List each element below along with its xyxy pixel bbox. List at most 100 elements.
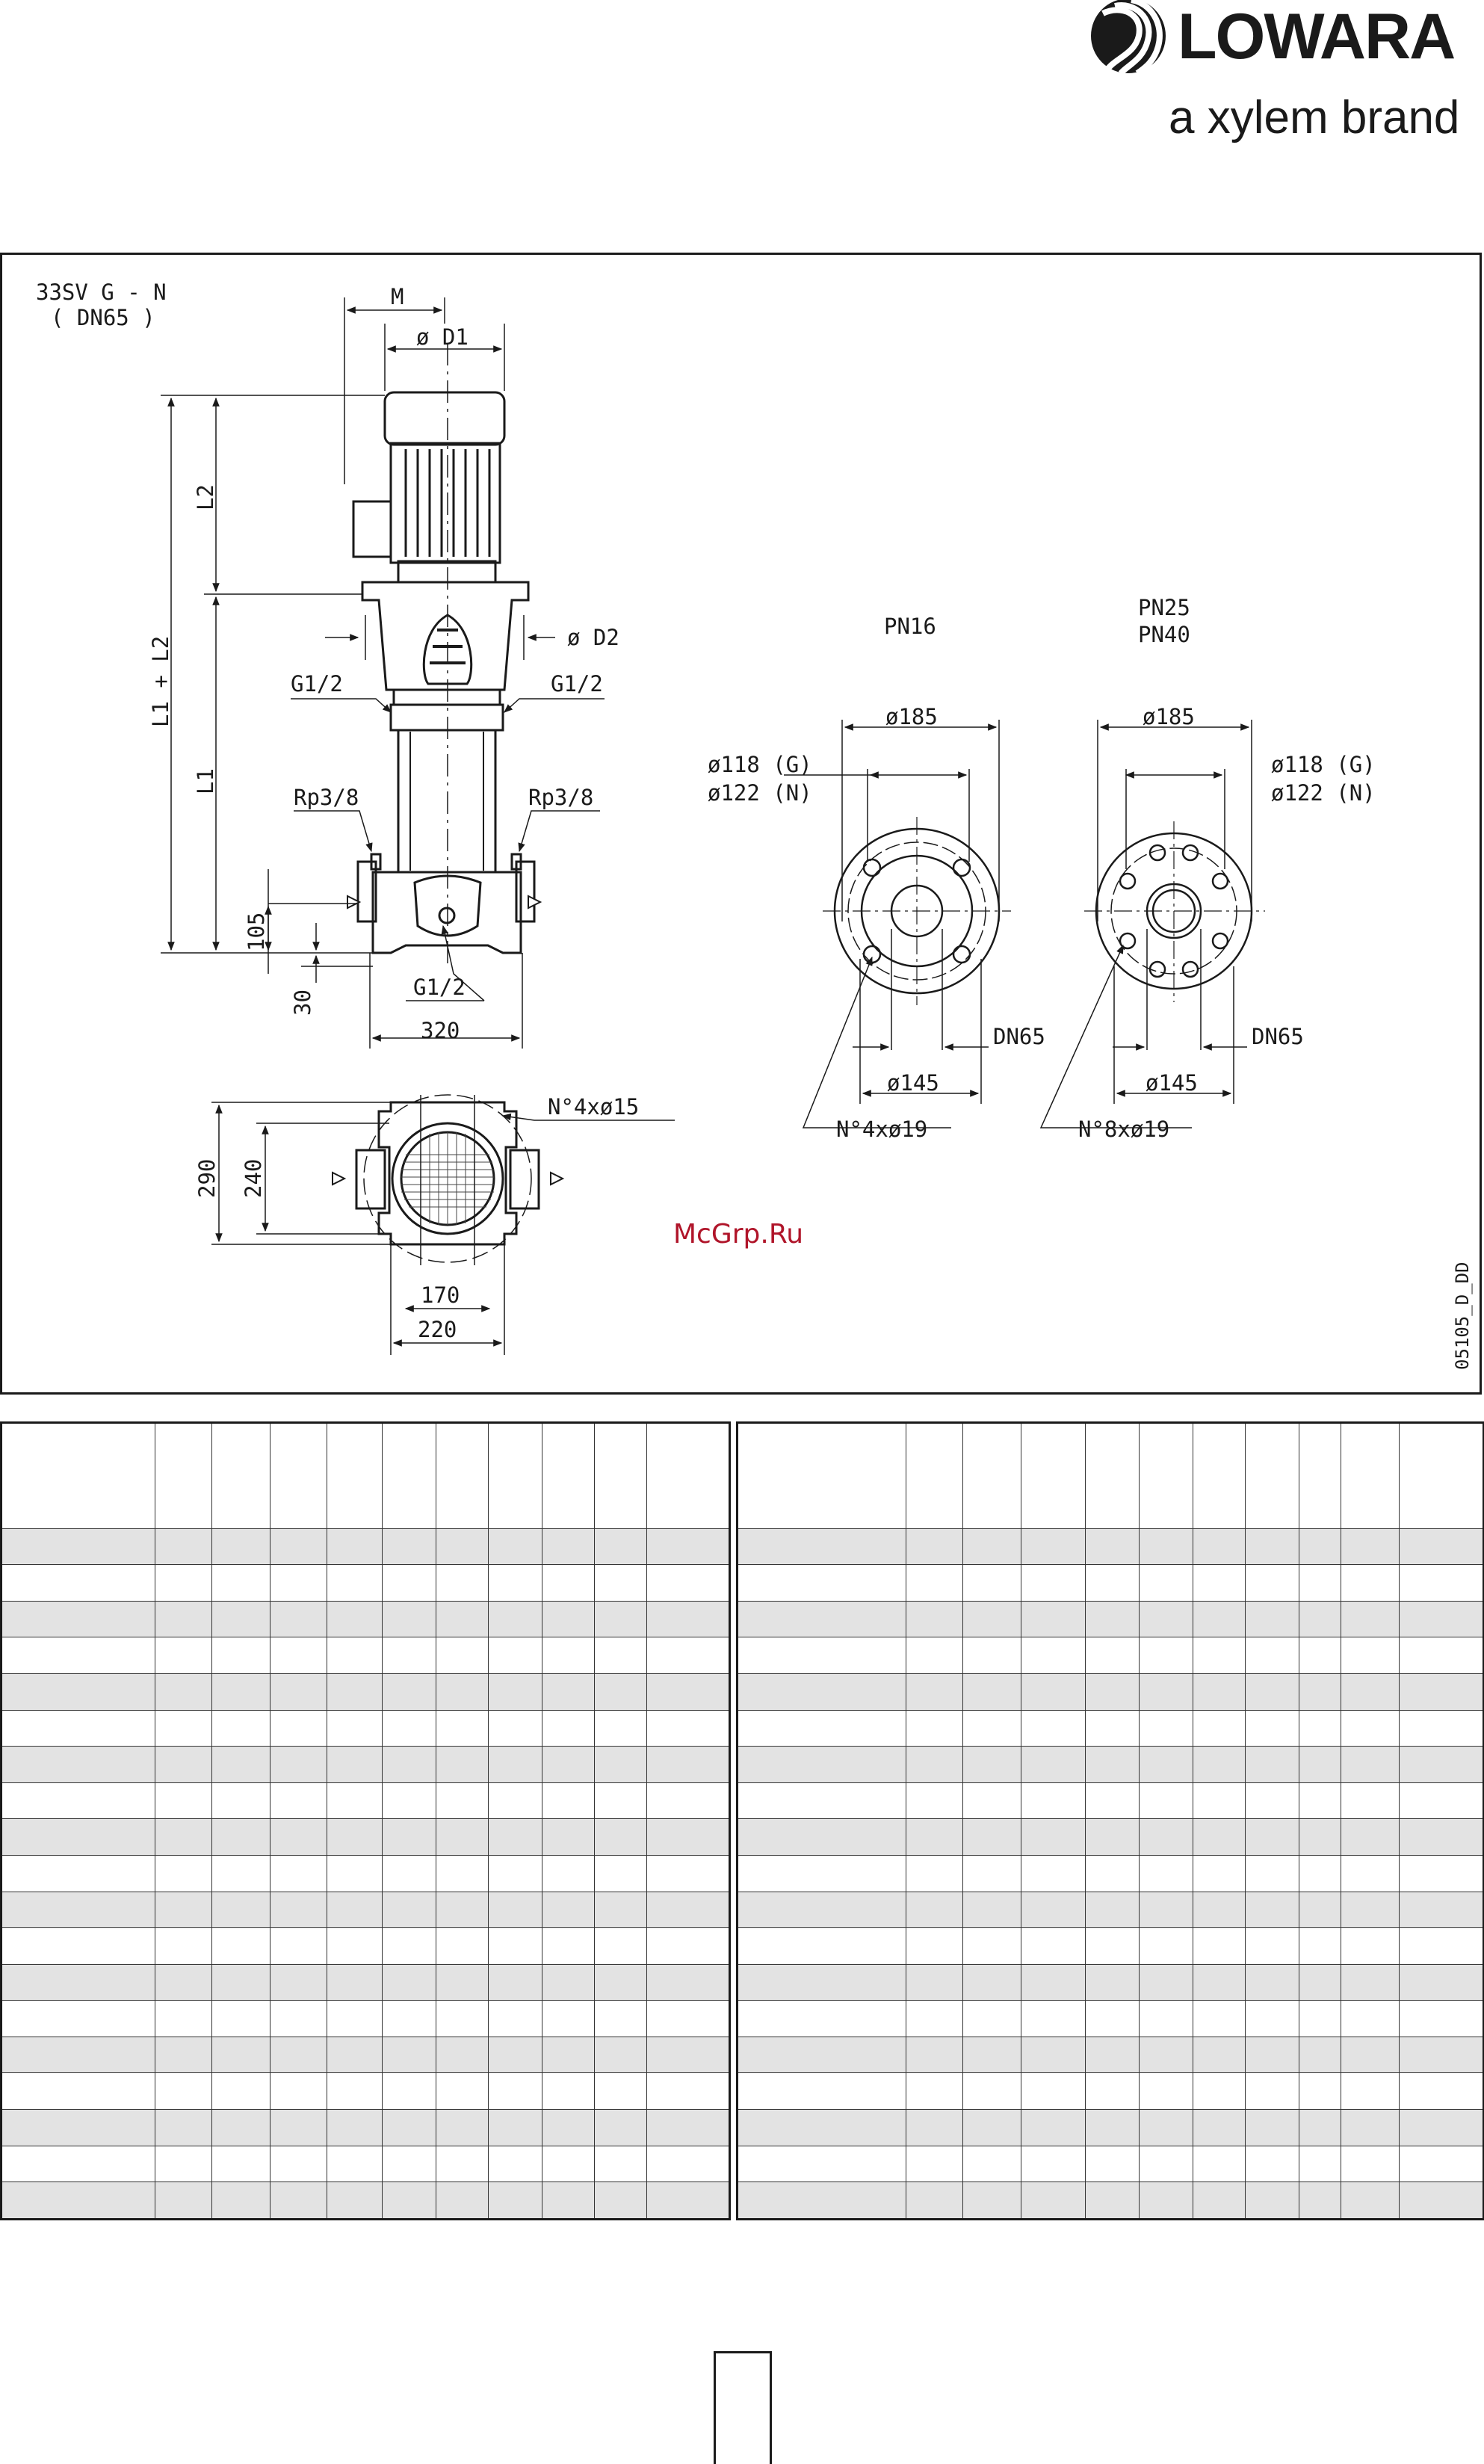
table-row [1, 1746, 730, 1783]
table-cell [436, 2072, 489, 2110]
table-cell [962, 1818, 1021, 1856]
table-cell [646, 2108, 730, 2146]
flange2-d118: ø118 (G) [1271, 752, 1376, 777]
table-cell [646, 1818, 730, 1856]
table-cell [1139, 1891, 1193, 1929]
table-cell [1085, 2036, 1140, 2074]
table-cell [1341, 2182, 1400, 2220]
table-cell [155, 1854, 212, 1892]
table-cell [1021, 2182, 1086, 2220]
table-cell [1341, 1891, 1400, 1929]
header-cell [962, 1422, 1021, 1529]
table-cell [382, 2182, 436, 2220]
table-cell [436, 2182, 489, 2220]
table-cell [594, 1854, 647, 1892]
table-cell [1399, 1818, 1484, 1856]
table-cell [646, 1673, 730, 1711]
table-cell [436, 1637, 489, 1675]
dim-105: 105 [244, 913, 269, 951]
table-cell [594, 2145, 647, 2183]
table-cell [1, 1709, 155, 1747]
table-cell [646, 1891, 730, 1929]
table-cell [327, 1709, 383, 1747]
table-cell [1139, 2108, 1193, 2146]
table-cell [382, 1927, 436, 1965]
table-cell [488, 1709, 542, 1747]
table-cell [594, 1709, 647, 1747]
table-cell [1299, 1927, 1341, 1965]
table-row [737, 1891, 1484, 1929]
table-cell [1, 1746, 155, 1783]
table-cell [270, 1818, 327, 1856]
table-cell [155, 2036, 212, 2074]
table-row [737, 2108, 1484, 2146]
dim-l1: L1 [193, 768, 218, 794]
table-cell [906, 1564, 963, 1602]
table-cell [436, 2036, 489, 2074]
table-cell [646, 1709, 730, 1747]
header-cell [1399, 1422, 1484, 1529]
table-cell [737, 1818, 906, 1856]
table-cell [1299, 1746, 1341, 1783]
table-cell [270, 1927, 327, 1965]
dim-l2: L2 [193, 484, 218, 510]
table-cell [906, 1746, 963, 1783]
pump-base [371, 871, 522, 954]
table-cell [211, 1637, 270, 1675]
table-cell [436, 2000, 489, 2037]
table-cell [155, 1637, 212, 1675]
table-cell [1021, 1709, 1086, 1747]
table-cell [1, 1637, 155, 1675]
brand-name: LOWARA [1178, 1, 1454, 72]
table-cell [1245, 1600, 1299, 1638]
table-cell [542, 1927, 595, 1965]
table-cell [270, 2145, 327, 2183]
table-cell [155, 1673, 212, 1711]
table-cell [1, 1854, 155, 1892]
table-cell [327, 1782, 383, 1820]
table-cell [542, 2182, 595, 2220]
table-cell [327, 1600, 383, 1638]
table-cell [737, 2145, 906, 2183]
table-cell [737, 1637, 906, 1675]
table-cell [594, 2072, 647, 2110]
header-cell [155, 1422, 212, 1529]
table-cell [1085, 1564, 1140, 1602]
table-cell [436, 1528, 489, 1566]
table-cell [155, 1528, 212, 1566]
table-cell [594, 1564, 647, 1602]
table-cell [906, 1927, 963, 1965]
table-cell [962, 1709, 1021, 1747]
table-cell [1085, 2182, 1140, 2220]
table-cell [382, 1673, 436, 1711]
table-cell [1021, 1963, 1086, 2001]
table-row [737, 1854, 1484, 1892]
table-cell [270, 1854, 327, 1892]
header-cell [1, 1422, 155, 1529]
table-cell [488, 2036, 542, 2074]
table-cell [436, 1963, 489, 2001]
table-cell [646, 1637, 730, 1675]
table-cell [1139, 2072, 1193, 2110]
table-cell [1, 2036, 155, 2074]
dim-220: 220 [418, 1317, 457, 1342]
table-row [1, 2182, 730, 2220]
table-cell [211, 1528, 270, 1566]
table-cell [436, 1782, 489, 1820]
table-cell [1245, 1746, 1299, 1783]
table-cell [906, 1963, 963, 2001]
g12-right: G1/2 [551, 671, 603, 697]
table-row [737, 1673, 1484, 1711]
flange1-d118: ø118 (G) [708, 752, 812, 777]
table-cell [270, 1746, 327, 1783]
table-cell [488, 1818, 542, 1856]
table-cell [1399, 1782, 1484, 1820]
table-cell [962, 1746, 1021, 1783]
table-cell [1399, 1709, 1484, 1747]
table-cell [1193, 1600, 1246, 1638]
table-cell [1341, 1746, 1400, 1783]
table-cell [1341, 1818, 1400, 1856]
table-cell [488, 1782, 542, 1820]
table-cell [906, 1854, 963, 1892]
table-cell [1021, 2108, 1086, 2146]
